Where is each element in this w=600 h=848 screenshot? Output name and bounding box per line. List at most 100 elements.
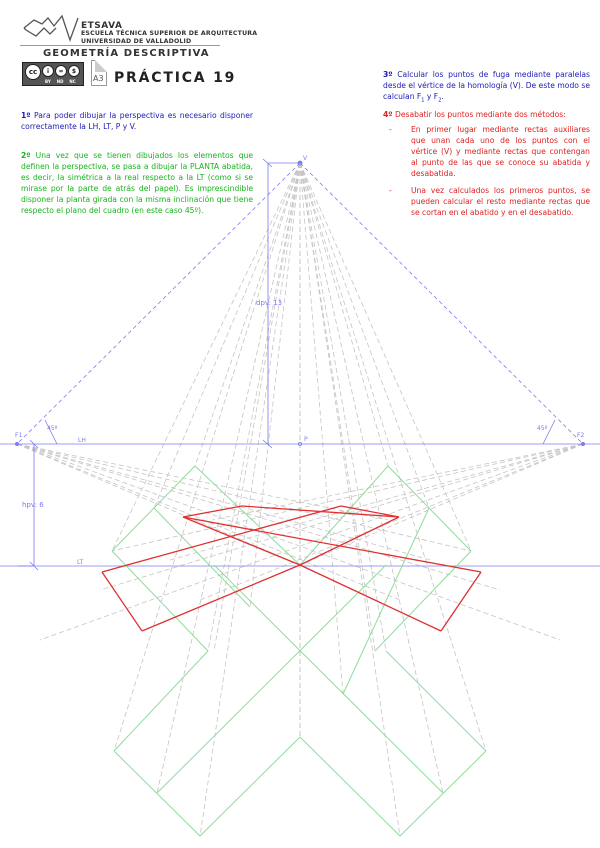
auxiliary-line [16, 443, 561, 641]
v-label: V [303, 155, 308, 162]
perspective-edge [182, 516, 301, 566]
header: ETSAVA ESCUELA TÉCNICA SUPERIOR DE ARQUI… [0, 0, 600, 100]
abatida-edge [387, 465, 472, 552]
auxiliary-line [249, 162, 301, 608]
paper-size-document-icon: A3 [91, 60, 107, 86]
abatida-edge [113, 650, 209, 752]
nd-icon: = [55, 65, 67, 77]
f2-label: F2 [577, 432, 584, 439]
step-3-body: Calcular los puntos de fuga mediante par… [383, 70, 590, 101]
practice-title: PRÁCTICA 19 [114, 70, 237, 86]
auxiliary-line [194, 162, 301, 467]
auxiliary-line [156, 162, 301, 794]
cc-icon: cc [25, 64, 41, 80]
auxiliary-line [111, 162, 301, 552]
school-line-2: UNIVERSIDAD DE VALLADOLID [81, 38, 192, 45]
auxiliary-line [16, 443, 389, 521]
auxiliary-line [299, 162, 376, 652]
abatida-edge [156, 564, 387, 794]
dpv-extension [262, 158, 273, 168]
step-3-text: 3º Calcular los puntos de fuga mediante … [383, 69, 590, 107]
step-3-end: . [441, 92, 444, 101]
bullet-text: Una vez calculados los primeros puntos, … [411, 186, 590, 217]
perspective-edge [101, 505, 342, 573]
perspective-edge [299, 564, 442, 632]
auxiliary-line [299, 162, 401, 837]
lh-label: LH [78, 437, 86, 444]
abatida-edge [111, 465, 196, 552]
nc-icon: $ [68, 65, 80, 77]
auxiliary-line [153, 162, 301, 509]
school-line-1: ESCUELA TÉCNICA SUPERIOR DE ARQUITECTURA [81, 30, 258, 37]
step-4-bullet: - En primer lugar mediante rectas auxili… [383, 124, 590, 179]
auxiliary-line [299, 162, 389, 467]
angle-label-right: 45º [537, 425, 548, 432]
auxiliary-line [299, 443, 584, 566]
page-fold-icon [95, 60, 107, 72]
bullet-dash: - [389, 125, 392, 134]
construction-lines [0, 158, 600, 737]
perspective-edge [182, 516, 482, 573]
bullet-text: En primer lugar mediante rectas auxiliar… [411, 125, 590, 178]
step-2-text: 2º Una vez que se tienen dibujados los e… [21, 150, 253, 216]
angle-arc-left [44, 419, 58, 445]
abatida-edge [194, 465, 301, 566]
angle-arc-right [542, 419, 556, 445]
perspective-edge [241, 505, 400, 518]
f2-point-marker [581, 441, 586, 446]
abatida-edge [399, 750, 487, 837]
auxiliary-line [299, 162, 387, 652]
auxiliary-line [211, 443, 584, 521]
step-1-number: 1º [21, 111, 31, 120]
step-1-text: 1º Para poder dibujar la perspectiva es … [21, 110, 253, 132]
auxiliary-line [16, 443, 401, 601]
auxiliary-line [111, 443, 584, 552]
auxiliary-line [213, 162, 301, 652]
auxiliary-line [39, 443, 584, 641]
f1-subscript: 1 [421, 97, 425, 104]
step-2-number: 2º [21, 151, 31, 160]
step-4-bullet-list: - En primer lugar mediante rectas auxili… [383, 124, 590, 224]
school-block: ETSAVA ESCUELA TÉCNICA SUPERIOR DE ARQUI… [81, 22, 257, 46]
license-label-nd: ND [56, 79, 64, 84]
planta-perspectiva [101, 505, 482, 632]
license-label-nc: NC [69, 79, 76, 84]
step-4-text: 4º Desabatir los puntos mediante dos mét… [383, 109, 590, 120]
angle-label-left: 45º [47, 425, 58, 432]
license-label-by: BY [45, 79, 51, 84]
step-3-number: 3º [383, 70, 393, 79]
auxiliary-line [299, 162, 344, 695]
dpv-bottom-tick [262, 439, 273, 449]
perspective-edge [440, 571, 482, 632]
p-label: P [304, 436, 308, 443]
abatida-edge [299, 465, 389, 566]
perspective-edge [299, 516, 400, 566]
auxiliary-line [207, 162, 301, 652]
step-4-number: 4º [383, 110, 393, 119]
step-3-mid: y F [424, 92, 439, 101]
auxiliary-line [16, 443, 301, 566]
abatida-edge [213, 564, 444, 794]
abatida-edge [111, 550, 209, 652]
v-to-f1-dashed [16, 162, 301, 445]
auxiliary-line [299, 162, 472, 552]
f1-point-marker [14, 441, 19, 446]
auxiliary-line [299, 162, 444, 794]
auxiliary-line [113, 162, 301, 752]
drawing-labels: V P F1 F2 LH LT dpv: 13 hpv: 6 45º 45º [15, 155, 584, 566]
f2-subscript: 2 [438, 97, 442, 104]
hpv-tick-top [29, 439, 39, 449]
abatida-edge [153, 507, 251, 608]
abatida-edge [299, 736, 401, 837]
perspective-edge [101, 571, 143, 632]
auxiliary-line [299, 162, 487, 752]
perspective-edge [182, 505, 243, 518]
abatida-edge [113, 750, 201, 837]
hpv-label: hpv: 6 [22, 501, 44, 509]
planta-abatida [111, 465, 487, 837]
abatida-edge [342, 507, 430, 695]
auxiliary-line [16, 443, 472, 552]
step-1-body: Para poder dibujar la perspectiva es nec… [21, 111, 253, 131]
v-to-f2-dashed [299, 162, 584, 445]
